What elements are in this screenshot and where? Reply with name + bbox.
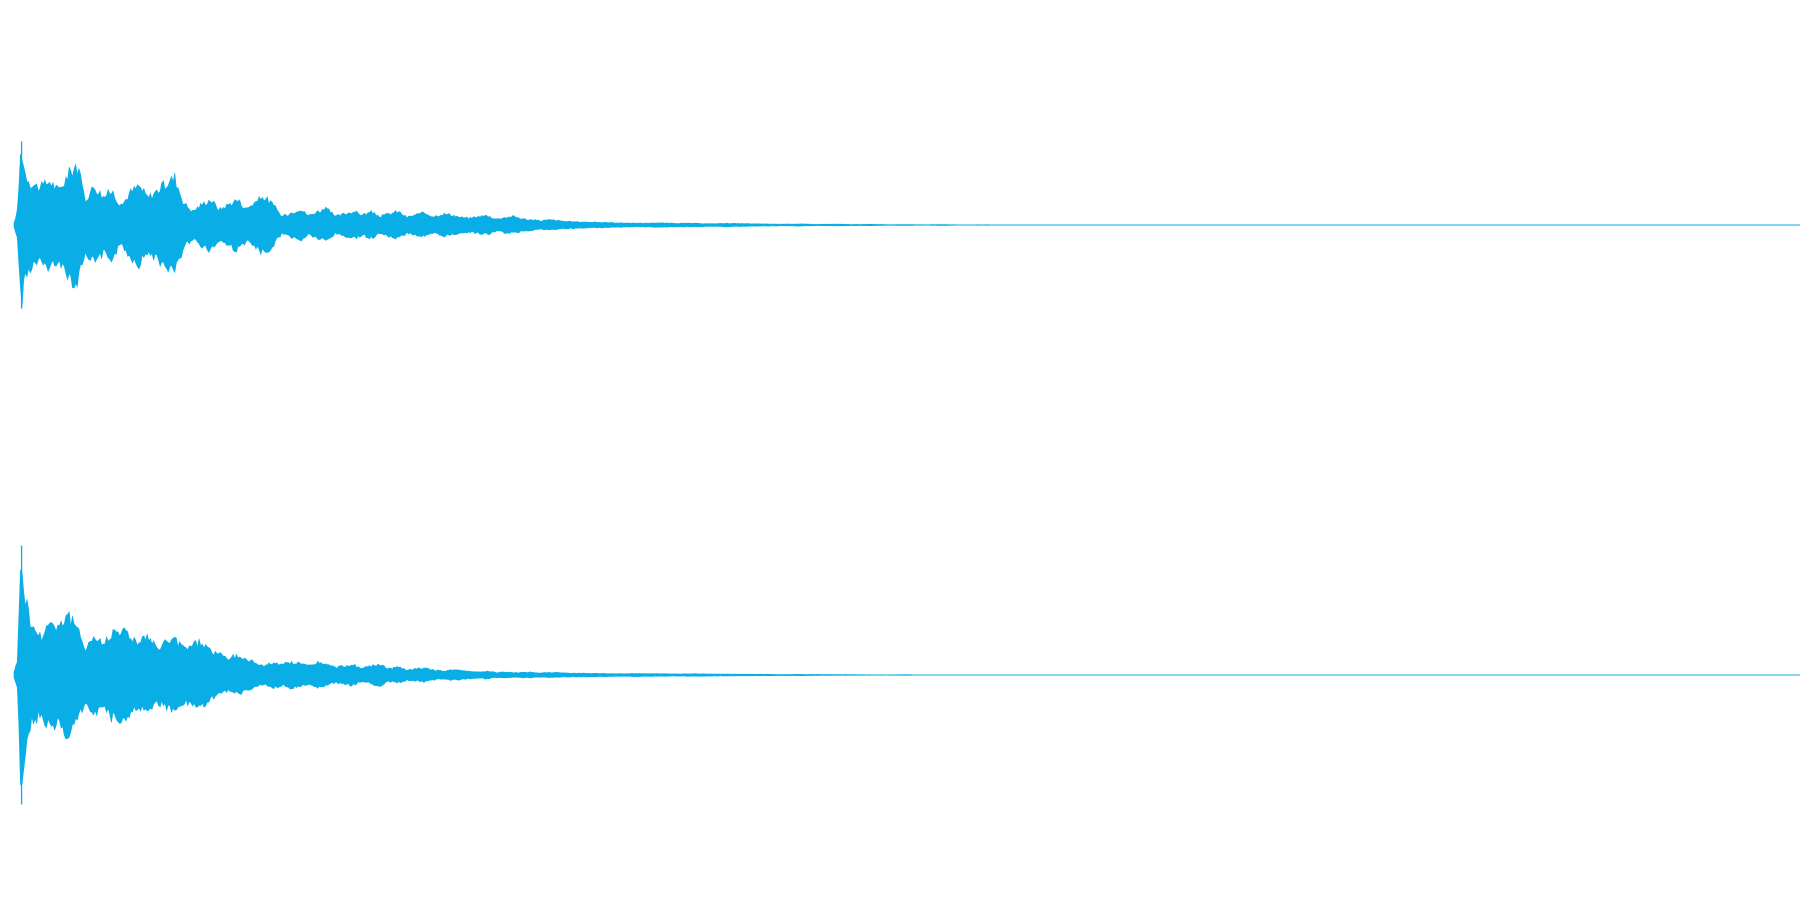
waveform-channel-2 — [13, 545, 1800, 805]
waveform-channel-1 — [13, 141, 1800, 309]
waveform-envelope — [13, 568, 924, 786]
waveform-envelope — [13, 154, 995, 307]
